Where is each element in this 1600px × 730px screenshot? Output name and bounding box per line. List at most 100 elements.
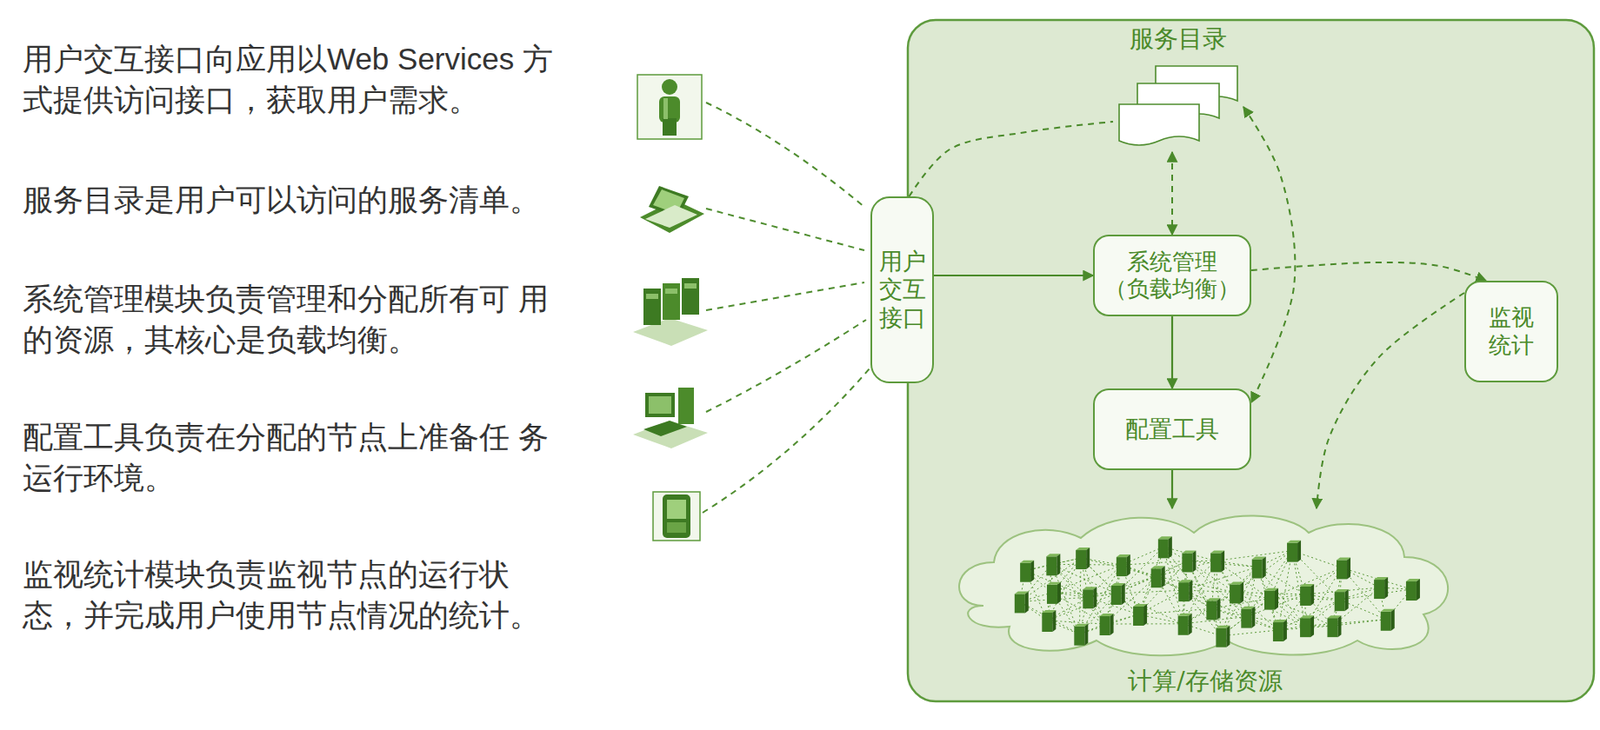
- phone-screen: [666, 500, 687, 520]
- person-legs: [662, 118, 677, 136]
- server-body: [1240, 609, 1252, 629]
- server-body: [1336, 560, 1347, 580]
- server-side: [1310, 615, 1314, 638]
- system-panel: [907, 20, 1594, 702]
- dashed-connector: [1171, 152, 1174, 235]
- cloud-outline: [959, 515, 1448, 656]
- desktop-screen: [648, 396, 672, 414]
- server-tower: [643, 288, 661, 326]
- network-wires: [1020, 546, 1412, 636]
- network-wire: [1116, 593, 1184, 625]
- monitor-box: 监视统计: [1464, 280, 1559, 383]
- server-node: [1215, 626, 1230, 648]
- server-node: [1373, 577, 1388, 600]
- server-side: [1337, 615, 1341, 638]
- server-body: [1264, 591, 1275, 611]
- server-side: [1220, 550, 1225, 573]
- server-light: [684, 283, 697, 289]
- desktop-monitor: [645, 393, 675, 418]
- network-wire: [1305, 620, 1387, 627]
- description-text: 服务目录是用户可以访问的服务清单。: [22, 179, 554, 220]
- server-light: [646, 293, 659, 300]
- server-body: [1300, 618, 1311, 638]
- server-body: [1041, 613, 1053, 633]
- server-node: [1273, 620, 1287, 642]
- server-side: [1283, 620, 1287, 642]
- server-body: [1178, 616, 1189, 636]
- icon-frame: [637, 74, 702, 140]
- user-icon: [637, 74, 702, 140]
- server-node: [1178, 580, 1193, 602]
- server-tower: [662, 283, 680, 320]
- server-node: [1286, 540, 1301, 563]
- heading-label: 计算/存储资源: [1127, 666, 1282, 697]
- server-body: [1158, 539, 1169, 559]
- server-side: [1297, 540, 1301, 563]
- description-text: 监视统计模块负责监视节点的运行状 态，并完成用户使用节点情况的统计。: [22, 553, 554, 636]
- server-side: [1093, 586, 1097, 609]
- client-link: [706, 282, 865, 311]
- box-label: 系统管理 （负载均衡）: [1103, 248, 1240, 303]
- server-node: [1181, 550, 1196, 573]
- server-body: [1229, 584, 1240, 604]
- server-side: [1110, 613, 1114, 636]
- server-body: [1380, 612, 1392, 632]
- server-body: [1406, 581, 1417, 601]
- server-body: [1215, 628, 1227, 648]
- server-node: [1300, 615, 1314, 638]
- server-body: [1133, 606, 1144, 627]
- description-text: 用户交互接口向应用以Web Services 方式提供访问接口，获取用户需求。: [22, 38, 554, 120]
- server-side: [1086, 547, 1090, 570]
- server-node: [1229, 581, 1244, 604]
- solid-arrow: [1171, 470, 1174, 509]
- server-node: [1046, 582, 1061, 605]
- dashed-connector: [1251, 262, 1487, 281]
- heading-label: 服务目录: [1129, 24, 1227, 54]
- box-label: 用户交互接口: [879, 247, 927, 333]
- server-node: [1252, 556, 1267, 579]
- icon-frame: [653, 492, 700, 541]
- server-side: [1121, 583, 1126, 606]
- server-side: [1192, 550, 1196, 573]
- server-body: [1111, 586, 1122, 606]
- server-node: [1334, 589, 1349, 612]
- server-body: [1116, 557, 1127, 577]
- server-node: [1014, 591, 1029, 614]
- description-text: 系统管理模块负责管理和分配所有可 用的资源，其核心是负载均衡。: [22, 278, 554, 360]
- server-body: [1300, 586, 1311, 607]
- server-tower: [681, 278, 700, 315]
- server-body: [1151, 568, 1162, 588]
- server-side: [1274, 588, 1279, 611]
- box-label: 监视统计: [1488, 304, 1534, 359]
- server-node: [1116, 554, 1131, 577]
- server-side: [1143, 604, 1147, 627]
- server-body: [1210, 553, 1221, 573]
- server-body: [1334, 592, 1346, 612]
- server-body: [1014, 593, 1026, 614]
- desktop-tower: [678, 387, 694, 425]
- network-wire: [1121, 560, 1188, 566]
- config-tool-box: 配置工具: [1093, 388, 1252, 471]
- server-side: [1057, 582, 1061, 605]
- laptop-keys: [645, 205, 698, 228]
- box-label: 配置工具: [1125, 415, 1220, 444]
- solid-arrow: [1171, 316, 1174, 389]
- server-side: [1345, 589, 1349, 612]
- server-node: [1336, 557, 1351, 580]
- description-text: 配置工具负责在分配的节点上准备任 务运行环境。: [22, 416, 554, 499]
- server-node: [1326, 615, 1341, 638]
- client-links: [702, 102, 880, 514]
- person-light: [663, 98, 668, 120]
- server-side: [1056, 553, 1060, 576]
- server-side: [1216, 598, 1220, 620]
- system-management-box: 系统管理 （负载均衡）: [1093, 234, 1252, 317]
- service-catalog: 服务目录: [1113, 24, 1244, 153]
- server-node: [1158, 536, 1173, 559]
- server-node: [1264, 588, 1279, 611]
- server-body: [1373, 580, 1385, 600]
- server-node: [1406, 579, 1420, 601]
- server-side: [1416, 579, 1420, 601]
- phone-keys: [666, 522, 687, 534]
- server-node: [1046, 553, 1060, 576]
